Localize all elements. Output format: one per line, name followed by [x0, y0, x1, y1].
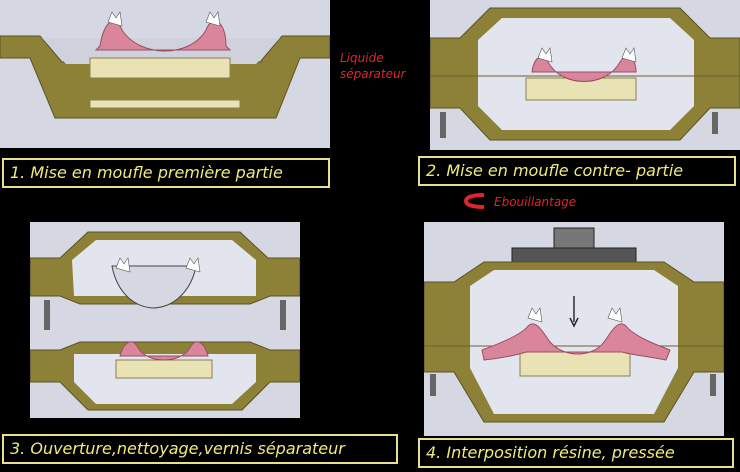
panel-step-4	[424, 222, 724, 436]
separator-liquid-label: Liquide séparateur	[340, 50, 406, 82]
curved-arrow-left-icon	[463, 193, 485, 209]
flask-bottom-diagram	[0, 0, 330, 148]
separator-liquid-line1: Liquide	[340, 51, 384, 65]
panel-step-3	[30, 222, 300, 418]
arrow-down-icon	[569, 296, 579, 328]
panel-step-2	[430, 0, 740, 150]
panel-step-1	[0, 0, 330, 148]
boiling-label: Ebouillantage	[494, 195, 577, 209]
caption-step-3: 3. Ouverture,nettoyage,vernis séparateur	[2, 434, 398, 464]
separator-liquid-line2: séparateur	[340, 67, 406, 81]
caption-step-4: 4. Interposition résine, pressée	[418, 438, 734, 468]
flask-closed-diagram	[430, 0, 740, 150]
flask-open-diagram	[30, 222, 300, 418]
caption-step-2: 2. Mise en moufle contre- partie	[418, 156, 736, 186]
flask-press-diagram	[424, 222, 724, 436]
caption-step-1: 1. Mise en moufle première partie	[2, 158, 330, 188]
